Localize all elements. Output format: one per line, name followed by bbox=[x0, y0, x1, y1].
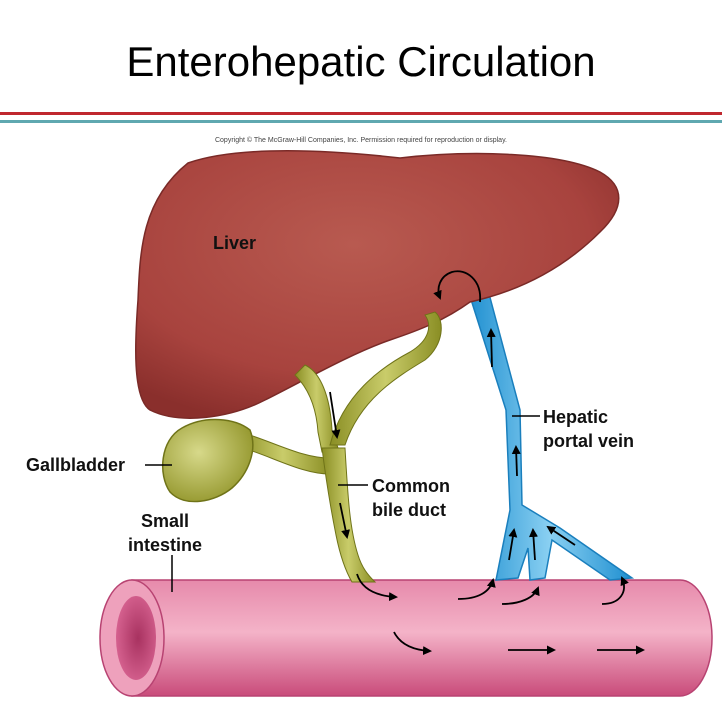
label-hepatic-portal-vein: Hepatic portal vein bbox=[543, 405, 634, 453]
label-hepatic-portal-vein-line2: portal vein bbox=[543, 431, 635, 451]
label-small-intestine: Small intestine bbox=[128, 509, 202, 557]
biliary-tree bbox=[162, 311, 442, 583]
vein-flow-arrow bbox=[486, 328, 496, 368]
label-gallbladder: Gallbladder bbox=[26, 453, 125, 477]
label-hepatic-portal-vein-line1: Hepatic bbox=[543, 407, 609, 427]
page-title: Enterohepatic Circulation bbox=[126, 38, 596, 85]
reabsorption-arrow bbox=[601, 576, 629, 605]
label-small-intestine-line1: Small bbox=[140, 511, 190, 531]
bile-flow-arrow bbox=[339, 502, 350, 539]
label-liver-text: Liver bbox=[213, 233, 257, 253]
reabsorption-arrow bbox=[457, 578, 496, 600]
label-small-intestine-line2: intestine bbox=[128, 535, 203, 555]
intestine-flow-arrow bbox=[393, 631, 432, 656]
label-common-bile-duct-line1: Common bbox=[372, 476, 450, 496]
title-rule-teal bbox=[0, 120, 722, 123]
reabsorption-arrow bbox=[501, 586, 540, 605]
leader-lines bbox=[145, 415, 540, 592]
title-rule-red bbox=[0, 112, 722, 115]
bile-flow-arrow bbox=[329, 391, 341, 439]
vein-flow-arrow bbox=[508, 528, 518, 561]
flow-arrows bbox=[329, 270, 645, 656]
liver bbox=[134, 150, 620, 419]
return-to-liver-arrow bbox=[433, 270, 481, 303]
bile-into-intestine-arrow bbox=[356, 573, 398, 602]
vein-flow-arrow bbox=[528, 528, 538, 561]
label-liver: Liver bbox=[213, 231, 256, 255]
small-intestine bbox=[99, 579, 713, 697]
label-common-bile-duct: Common bile duct bbox=[372, 474, 450, 522]
vein-flow-arrow bbox=[511, 445, 521, 477]
label-gallbladder-text: Gallbladder bbox=[26, 455, 126, 475]
hepatic-portal-vein bbox=[466, 289, 635, 581]
copyright-notice: Copyright © The McGraw-Hill Companies, I… bbox=[214, 137, 507, 144]
vein-flow-arrow bbox=[546, 525, 576, 546]
label-common-bile-duct-line2: bile duct bbox=[372, 500, 447, 520]
